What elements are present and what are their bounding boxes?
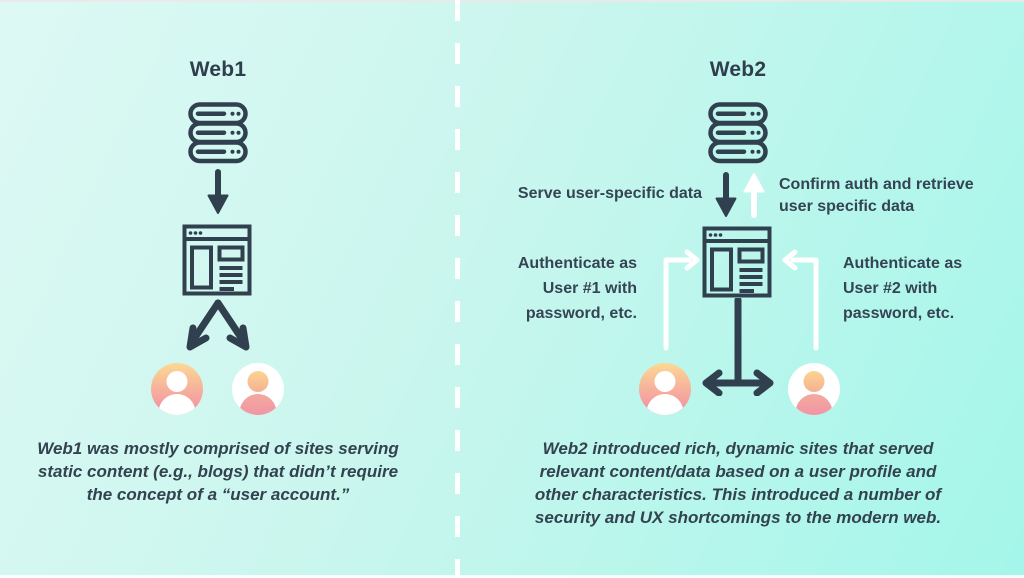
arrow-down-icon — [715, 172, 737, 217]
avatar-head — [654, 371, 676, 392]
caption-line: static content (e.g., blogs) that didn’t… — [37, 462, 399, 481]
browser-icon — [182, 224, 252, 296]
avatar-body — [795, 394, 833, 415]
label-line: password, etc. — [843, 305, 955, 322]
fanout-arrows-icon — [186, 299, 250, 351]
caption-line: relevant content/data based on a user pr… — [539, 462, 937, 481]
caption-line: security and UX shortcomings to the mode… — [534, 508, 942, 527]
web1-caption: Web1 was mostly comprised of sites servi… — [28, 437, 408, 506]
caption-line: Web1 was mostly comprised of sites servi… — [37, 439, 399, 458]
user-avatar-icon — [232, 363, 284, 415]
avatar-body — [239, 394, 277, 415]
arrow-down-icon — [207, 169, 229, 214]
caption-line: Web2 introduced rich, dynamic sites that… — [542, 439, 934, 458]
label-line: Authenticate as — [517, 255, 637, 272]
label-line: User #2 with — [843, 280, 938, 297]
dashed-divider — [455, 0, 460, 578]
caption-line: other characteristics. This introduced a… — [534, 485, 942, 504]
avatar-head — [247, 371, 269, 392]
elbow-arrow-icon — [663, 249, 700, 351]
server-icon — [708, 102, 768, 164]
label-line: user specific data — [779, 198, 915, 215]
top-edge — [0, 0, 1024, 2]
confirm-auth-label: Confirm auth and retrieve user specific … — [779, 174, 999, 218]
label-line: User #1 with — [542, 280, 637, 297]
user-avatar-icon — [151, 363, 203, 415]
elbow-arrow-icon — [782, 249, 819, 351]
server-icon — [188, 102, 248, 164]
bottom-edge — [0, 575, 1024, 578]
arrow-up-icon — [743, 173, 765, 218]
label-line: Confirm auth and retrieve — [779, 176, 974, 193]
avatar-body — [646, 394, 684, 415]
web2-caption: Web2 introduced rich, dynamic sites that… — [518, 437, 958, 529]
serve-data-label: Serve user-specific data — [517, 185, 702, 202]
avatar-body — [158, 394, 196, 415]
user-avatar-icon — [639, 363, 691, 415]
label-line: Authenticate as — [843, 255, 963, 272]
double-headed-arrow-icon — [702, 298, 774, 396]
browser-icon — [702, 226, 772, 298]
auth-user1-label: Authenticate as User #1 with password, e… — [457, 251, 637, 326]
auth-user2-label: Authenticate as User #2 with password, e… — [843, 251, 1023, 326]
web1-title: Web1 — [189, 58, 247, 81]
user-avatar-icon — [788, 363, 840, 415]
caption-line: the concept of a “user account.” — [86, 485, 350, 504]
web2-title: Web2 — [709, 58, 767, 81]
label-line: password, etc. — [525, 305, 637, 322]
avatar-head — [803, 371, 825, 392]
avatar-head — [166, 371, 188, 392]
